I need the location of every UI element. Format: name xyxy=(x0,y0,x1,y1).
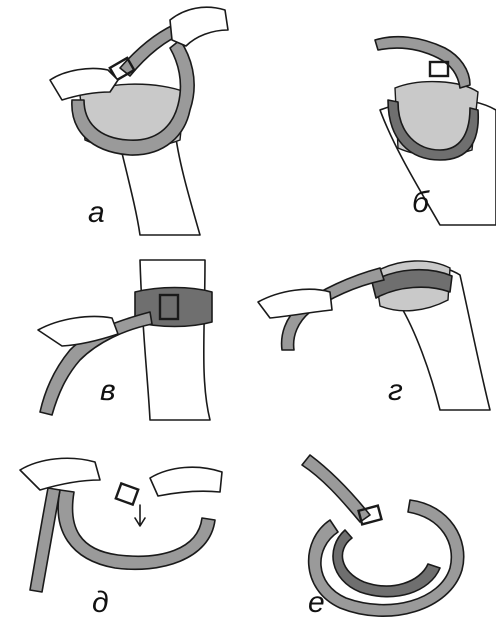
belt-free-end xyxy=(30,488,60,592)
panel-b: б xyxy=(375,37,496,225)
hand xyxy=(258,289,332,318)
hand xyxy=(38,317,118,347)
panel-label-v: в xyxy=(100,374,116,407)
belt-outer-loop xyxy=(309,500,464,616)
arrow xyxy=(135,505,145,526)
hand-right xyxy=(170,7,228,46)
panel-v: в xyxy=(38,260,212,420)
panel-label-a: а xyxy=(88,196,105,229)
buckle xyxy=(430,62,448,76)
panel-e: е xyxy=(302,455,464,619)
panel-d: д xyxy=(20,458,222,619)
panel-g: г xyxy=(258,261,490,410)
hand-right xyxy=(150,467,222,496)
panel-label-d: д xyxy=(92,586,109,619)
panel-a: а xyxy=(50,7,228,235)
belt-free-end xyxy=(375,37,470,88)
panel-label-g: г xyxy=(388,374,403,407)
hand-left xyxy=(20,458,100,490)
panel-label-e: е xyxy=(308,586,325,619)
panel-label-b: б xyxy=(412,186,430,219)
arm xyxy=(140,260,210,420)
buckle xyxy=(116,483,138,504)
belt-inner-loop xyxy=(333,530,440,597)
belt-loop xyxy=(58,490,215,569)
